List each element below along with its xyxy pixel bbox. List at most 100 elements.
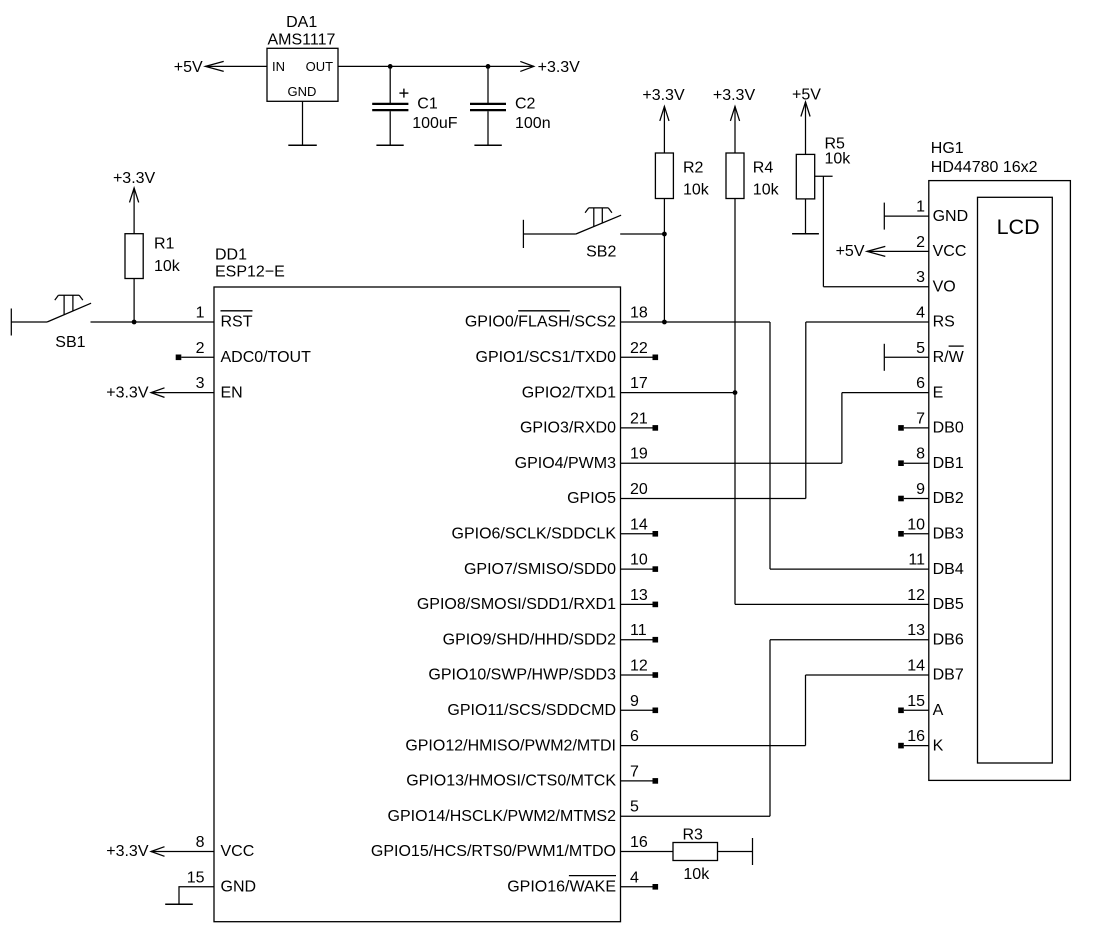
svg-text:E: E <box>933 384 944 401</box>
svg-text:15: 15 <box>187 869 205 886</box>
svg-text:R2: R2 <box>683 160 704 177</box>
svg-text:A: A <box>933 702 944 719</box>
svg-text:19: 19 <box>630 446 648 463</box>
svg-text:RS: RS <box>933 314 955 331</box>
svg-text:12: 12 <box>630 658 648 675</box>
svg-text:7: 7 <box>916 410 925 427</box>
svg-text:7: 7 <box>630 763 639 780</box>
svg-text:+5V: +5V <box>836 243 865 260</box>
svg-text:5: 5 <box>630 799 639 816</box>
svg-text:GPIO5: GPIO5 <box>567 490 616 507</box>
svg-text:GPIO11/SCS/SDDCMD: GPIO11/SCS/SDDCMD <box>447 702 616 719</box>
svg-text:GPIO1/SCS1/TXD0: GPIO1/SCS1/TXD0 <box>476 349 617 366</box>
svg-text:GPIO2/TXD1: GPIO2/TXD1 <box>522 384 616 401</box>
svg-text:DD1: DD1 <box>215 246 247 263</box>
svg-text:+5V: +5V <box>174 59 203 76</box>
svg-text:GPIO15/HCS/RTS0/PWM1/MTDO: GPIO15/HCS/RTS0/PWM1/MTDO <box>371 843 616 860</box>
svg-text:DB0: DB0 <box>933 420 964 437</box>
svg-text:11: 11 <box>630 622 647 639</box>
svg-text:20: 20 <box>630 481 648 498</box>
svg-text:2: 2 <box>916 234 925 251</box>
svg-text:DB6: DB6 <box>933 631 964 648</box>
svg-text:SB2: SB2 <box>586 243 616 260</box>
svg-text:8: 8 <box>916 446 925 463</box>
svg-text:VO: VO <box>933 278 956 295</box>
svg-text:LCD: LCD <box>997 215 1040 239</box>
svg-text:IN: IN <box>272 59 285 74</box>
svg-text:+3.3V: +3.3V <box>713 87 756 104</box>
svg-text:21: 21 <box>630 410 648 427</box>
svg-text:GPIO13/HMOSI/CTS0/MTCK: GPIO13/HMOSI/CTS0/MTCK <box>406 773 616 790</box>
svg-text:GPIO4/PWM3: GPIO4/PWM3 <box>515 455 616 472</box>
svg-text:8: 8 <box>196 834 205 851</box>
svg-text:R4: R4 <box>753 160 774 177</box>
svg-text:3: 3 <box>916 269 925 286</box>
svg-text:OUT: OUT <box>306 59 334 74</box>
svg-text:EN: EN <box>221 384 243 401</box>
svg-text:14: 14 <box>907 658 925 675</box>
svg-text:10: 10 <box>907 516 925 533</box>
svg-text:GPIO10/SWP/HWP/SDD3: GPIO10/SWP/HWP/SDD3 <box>428 667 616 684</box>
svg-text:4: 4 <box>630 869 639 886</box>
svg-text:1: 1 <box>196 305 205 322</box>
svg-text:DA1: DA1 <box>286 14 317 31</box>
svg-text:DB1: DB1 <box>933 455 964 472</box>
svg-text:9: 9 <box>630 693 639 710</box>
svg-text:18: 18 <box>630 305 648 322</box>
svg-text:+3.3V: +3.3V <box>642 87 685 104</box>
svg-text:17: 17 <box>630 375 648 392</box>
svg-text:12: 12 <box>907 587 925 604</box>
svg-text:GND: GND <box>933 208 969 225</box>
svg-text:1: 1 <box>916 199 925 216</box>
svg-text:+3.3V: +3.3V <box>113 170 156 187</box>
svg-text:C1: C1 <box>417 95 438 112</box>
svg-text:13: 13 <box>907 622 925 639</box>
svg-text:6: 6 <box>630 728 639 745</box>
svg-text:13: 13 <box>630 587 648 604</box>
svg-text:5: 5 <box>916 340 925 357</box>
svg-text:DB7: DB7 <box>933 667 964 684</box>
svg-text:10: 10 <box>630 552 648 569</box>
svg-text:GND: GND <box>288 84 317 99</box>
svg-text:4: 4 <box>916 305 925 322</box>
svg-text:15: 15 <box>907 693 925 710</box>
svg-text:22: 22 <box>630 340 648 357</box>
svg-text:R3: R3 <box>683 826 704 843</box>
svg-text:GPIO0/FLASH/SCS2: GPIO0/FLASH/SCS2 <box>465 314 616 331</box>
svg-text:HG1: HG1 <box>931 140 964 157</box>
svg-text:DB4: DB4 <box>933 561 964 578</box>
svg-text:+3.3V: +3.3V <box>106 384 149 401</box>
svg-text:GPIO6/SCLK/SDDCLK: GPIO6/SCLK/SDDCLK <box>452 526 617 543</box>
svg-text:ESP12−E: ESP12−E <box>215 263 285 280</box>
svg-text:100uF: 100uF <box>412 115 458 132</box>
svg-text:K: K <box>933 737 944 754</box>
svg-text:DB5: DB5 <box>933 596 964 613</box>
svg-text:C2: C2 <box>515 95 536 112</box>
svg-text:GPIO14/HSCLK/PWM2/MTMS2: GPIO14/HSCLK/PWM2/MTMS2 <box>388 808 617 825</box>
svg-text:R1: R1 <box>154 236 175 253</box>
svg-text:AMS1117: AMS1117 <box>268 32 336 49</box>
svg-text:GPIO3/RXD0: GPIO3/RXD0 <box>520 420 616 437</box>
svg-text:R/W: R/W <box>933 349 965 366</box>
svg-text:10k: 10k <box>683 866 710 883</box>
svg-text:VCC: VCC <box>933 243 967 260</box>
svg-text:+3.3V: +3.3V <box>106 843 149 860</box>
svg-text:10k: 10k <box>683 181 710 198</box>
svg-text:16: 16 <box>630 834 648 851</box>
svg-text:SB1: SB1 <box>55 334 85 351</box>
svg-text:14: 14 <box>630 516 648 533</box>
svg-text:GPIO8/SMOSI/SDD1/RXD1: GPIO8/SMOSI/SDD1/RXD1 <box>417 596 616 613</box>
svg-text:11: 11 <box>908 552 925 569</box>
svg-text:RST: RST <box>221 314 253 331</box>
svg-text:100n: 100n <box>515 115 551 132</box>
svg-text:16: 16 <box>907 728 925 745</box>
svg-text:ADC0/TOUT: ADC0/TOUT <box>221 349 312 366</box>
svg-text:GPIO9/SHD/HHD/SDD2: GPIO9/SHD/HHD/SDD2 <box>443 631 616 648</box>
svg-text:GPIO16/WAKE: GPIO16/WAKE <box>507 879 616 896</box>
svg-text:9: 9 <box>916 481 925 498</box>
svg-text:GND: GND <box>221 879 257 896</box>
svg-text:+5V: +5V <box>792 87 821 104</box>
svg-text:GPIO7/SMISO/SDD0: GPIO7/SMISO/SDD0 <box>464 561 616 578</box>
svg-text:+3.3V: +3.3V <box>538 59 581 76</box>
svg-text:6: 6 <box>916 375 925 392</box>
